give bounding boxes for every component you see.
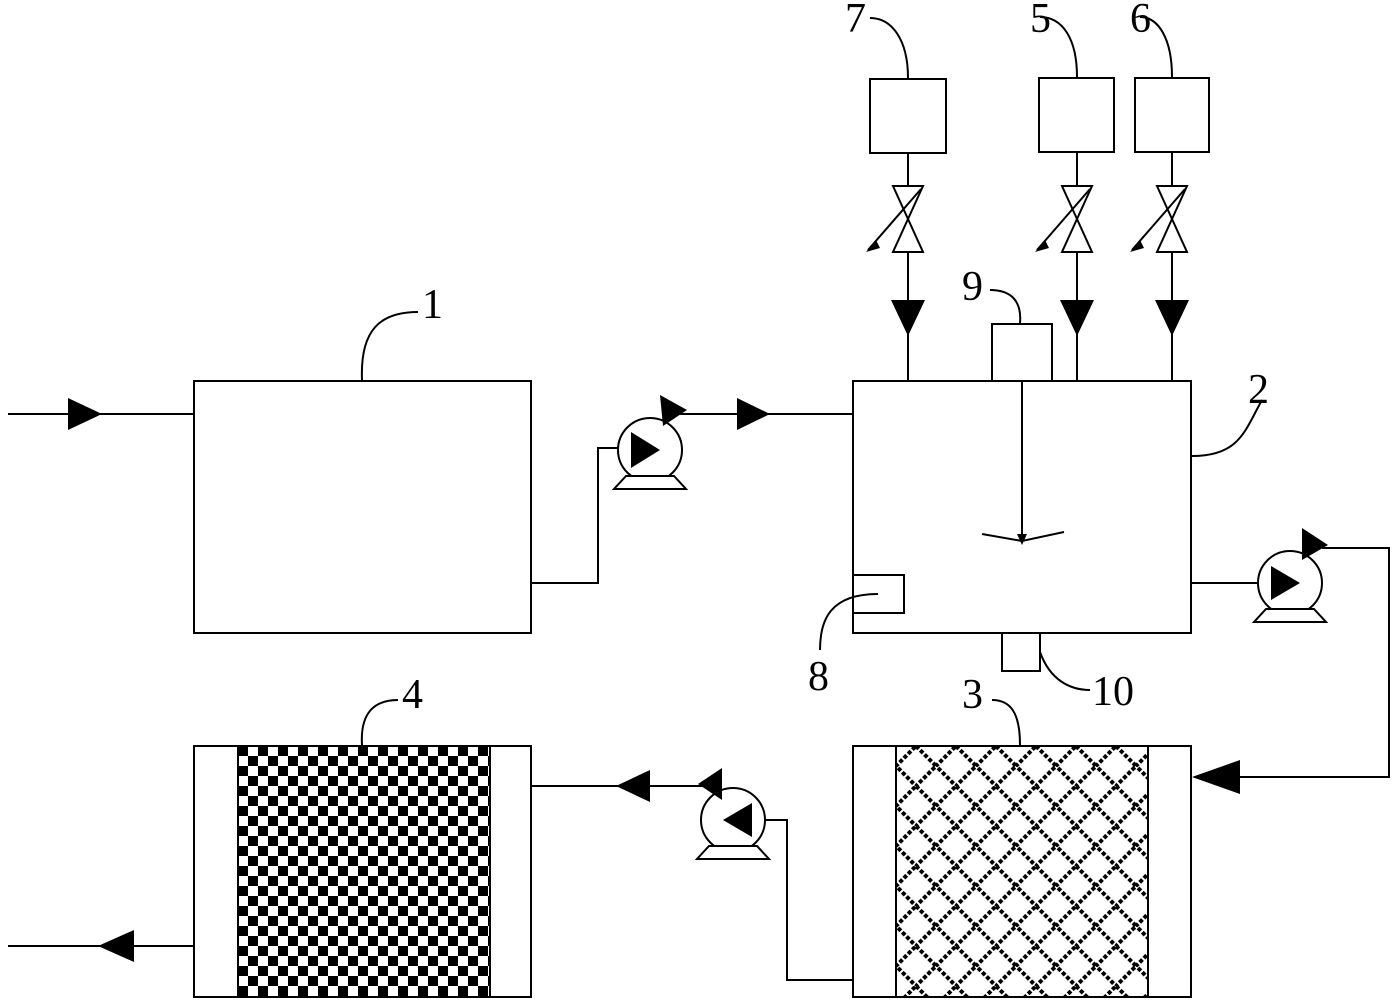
unit-4-filter [193, 745, 532, 998]
dosing-tank-6-assembly: 6 [1130, 0, 1210, 380]
leader-8 [819, 593, 879, 651]
unit-3-filter [852, 745, 1192, 998]
leader-7 [869, 17, 909, 79]
control-valve-6-icon [1155, 185, 1189, 253]
flow-arrow-icon [737, 398, 770, 430]
control-valve-7-icon [891, 185, 925, 253]
leader-2 [1191, 399, 1263, 457]
leader-10 [1039, 651, 1091, 691]
leader-5 [1039, 16, 1078, 78]
feed-arrow-5-icon [1060, 300, 1094, 336]
unit-1-tank [193, 380, 532, 634]
pipe-unit3-to-pump3 [760, 819, 853, 981]
label-3: 3 [962, 672, 983, 718]
leader-3 [991, 699, 1021, 746]
dosing-tank-6 [1134, 77, 1210, 153]
motor-9 [991, 323, 1053, 382]
pipe-pump2-to-unit3 [1230, 547, 1390, 778]
leader-6 [1139, 16, 1173, 78]
outlet-arrow-icon [98, 930, 134, 962]
flow-arrow-unit3-icon [1192, 760, 1240, 794]
dosing-tank-7-assembly: 7 [845, 0, 947, 380]
sensor-10 [1001, 632, 1041, 672]
pump-1-icon [611, 395, 689, 490]
label-4: 4 [402, 672, 423, 718]
control-valve-5-icon [1060, 185, 1094, 253]
label-6: 6 [1130, 0, 1151, 42]
dosing-tank-5-assembly: 5 [1030, 0, 1115, 380]
pipe-unit1-to-pump1 [531, 447, 638, 584]
pump-3-icon [694, 768, 772, 860]
label-1: 1 [422, 282, 443, 328]
label-9: 9 [962, 264, 983, 310]
dosing-tank-7 [869, 78, 947, 154]
label-2: 2 [1248, 367, 1269, 413]
stirrer-icon [981, 381, 1065, 545]
leader-4 [360, 699, 399, 746]
outlet-line [8, 930, 194, 962]
flow-arrow-unit4-icon [616, 770, 650, 802]
leader-1 [360, 311, 419, 381]
label-10: 10 [1092, 669, 1134, 715]
dosing-tank-5 [1038, 77, 1115, 153]
inlet-arrow-icon [68, 398, 102, 430]
feed-arrow-7-icon [891, 300, 925, 336]
label-8: 8 [808, 654, 829, 700]
inlet-line [8, 398, 194, 430]
pump-2-icon [1251, 528, 1329, 623]
label-5: 5 [1030, 0, 1051, 42]
sensor-8 [852, 574, 905, 614]
leader-9 [989, 289, 1022, 324]
feed-arrow-6-icon [1155, 300, 1189, 336]
label-7: 7 [845, 0, 866, 42]
